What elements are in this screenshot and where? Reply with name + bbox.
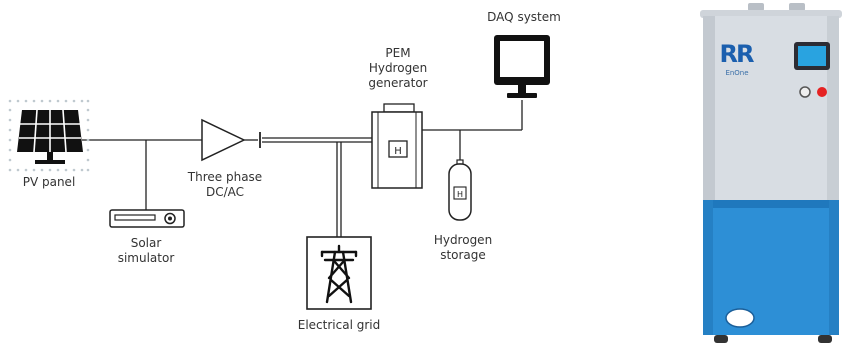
machine-photo bbox=[700, 3, 842, 343]
hydrogen-storage-icon bbox=[448, 159, 472, 221]
pem-generator-icon bbox=[371, 103, 423, 189]
electrical-grid-label-line-1: Electrical grid bbox=[297, 318, 381, 332]
solar-simulator-label: Solar simulator bbox=[106, 236, 186, 266]
pem-generator-label-line-1: PEM bbox=[385, 46, 411, 60]
pv-panel-label-line-1: PV panel bbox=[22, 175, 76, 189]
pv-panel-icon bbox=[8, 99, 90, 172]
daq-system-label-line-1: DAQ system bbox=[487, 10, 561, 24]
pem-generator-badge: H bbox=[394, 146, 402, 157]
inverter-label-line-1: Three phase bbox=[187, 170, 263, 184]
daq-system-label: DAQ system bbox=[474, 10, 574, 25]
inverter-label: Three phase DC/AC bbox=[180, 170, 270, 200]
daq-monitor-icon bbox=[494, 35, 550, 98]
solar-simulator-icon bbox=[109, 209, 185, 228]
electrical-grid-icon bbox=[306, 236, 372, 310]
hydrogen-storage-label: Hydrogen storage bbox=[425, 233, 501, 263]
pem-generator-label: PEM Hydrogen generator bbox=[360, 46, 436, 91]
solar-simulator-label-line-2: simulator bbox=[117, 251, 175, 265]
machine-logo: RR bbox=[720, 40, 754, 68]
pv-panel-label: PV panel bbox=[14, 175, 84, 190]
pem-generator-label-line-2: Hydrogen bbox=[368, 61, 428, 75]
connection-lines bbox=[82, 100, 523, 237]
inverter-label-line-2: DC/AC bbox=[205, 185, 245, 199]
inverter-icon bbox=[201, 118, 261, 162]
hydrogen-storage-label-line-1: Hydrogen bbox=[433, 233, 493, 247]
hydrogen-storage-badge: H bbox=[457, 190, 463, 199]
electrical-grid-label: Electrical grid bbox=[289, 318, 389, 333]
pem-generator-label-line-3: generator bbox=[368, 76, 428, 90]
solar-simulator-label-line-1: Solar bbox=[130, 236, 162, 250]
machine-logo-subtext: EnOne bbox=[725, 69, 748, 77]
hydrogen-storage-label-line-2: storage bbox=[440, 248, 486, 262]
